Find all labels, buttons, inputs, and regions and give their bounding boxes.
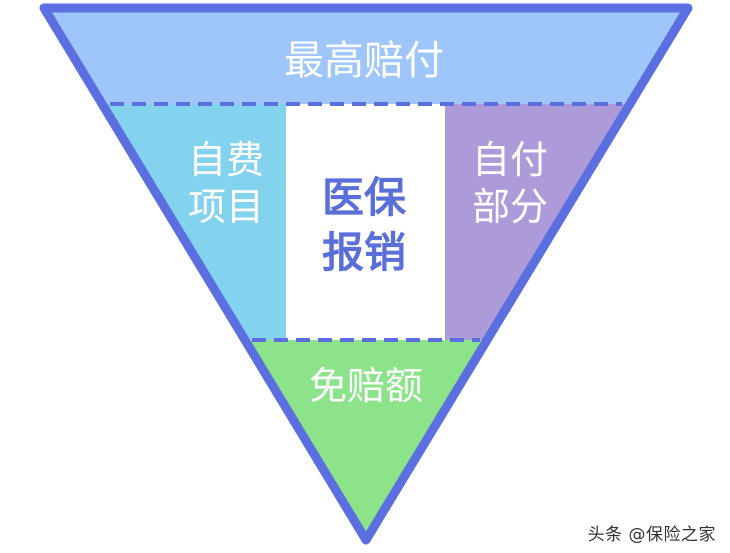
left-label-line2: 项目	[188, 185, 264, 229]
center-label-line1: 医保	[322, 173, 407, 222]
center-label-line2: 报销	[322, 228, 406, 277]
top-band-max-payout	[44, 8, 688, 104]
right-label-line2: 部分	[472, 185, 548, 229]
center-block-insurance-reimbursement	[286, 104, 445, 340]
left-label-line1: 自费	[188, 138, 264, 182]
triangle-outline	[39, 3, 693, 545]
watermark-text: 头条 @保险之家	[587, 525, 716, 545]
top-label: 最高赔付	[284, 38, 444, 84]
bottom-label: 免赔额	[309, 364, 423, 408]
right-label-line1: 自付	[472, 138, 548, 182]
